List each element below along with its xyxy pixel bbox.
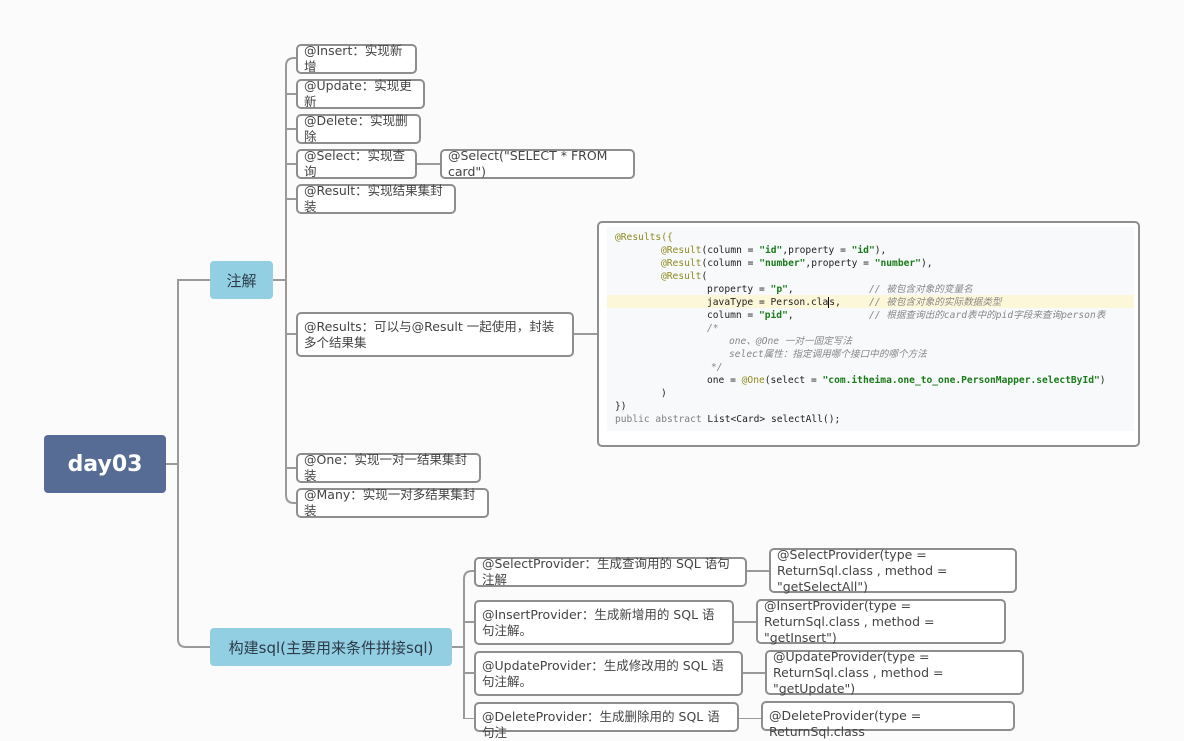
node-update[interactable]: @Update：实现更新 xyxy=(296,78,425,109)
text-caret xyxy=(828,296,830,308)
node-result[interactable]: @Result：实现结果集封装 xyxy=(296,183,456,214)
code-line: ) xyxy=(661,388,667,399)
code-highlight-line xyxy=(607,295,1134,308)
code-line: public abstract List<Card> selectAll(); xyxy=(615,414,841,425)
code-comment: /* xyxy=(707,323,719,334)
node-update-provider[interactable]: @UpdateProvider：生成修改用的 SQL 语句注解。 xyxy=(474,651,743,696)
code-line: property = "p", xyxy=(707,284,794,295)
code-line: }) xyxy=(615,401,627,412)
code-line: @Result(column = "number",property = "nu… xyxy=(661,258,933,269)
connector-lines xyxy=(166,57,770,719)
node-update-provider-example[interactable]: @UpdateProvider(type = ReturnSql.class ,… xyxy=(765,649,1024,696)
node-delete[interactable]: @Delete：实现删除 xyxy=(296,113,421,144)
node-select-example[interactable]: @Select("SELECT * FROM card") xyxy=(440,148,635,179)
node-many[interactable]: @Many：实现一对多结果集封装 xyxy=(296,487,489,518)
code-line: column = "pid", xyxy=(707,310,794,321)
code-comment: // 被包含对象的实际数据类型 xyxy=(869,297,1002,308)
node-one[interactable]: @One：实现一对一结果集封装 xyxy=(296,452,481,483)
node-insert-provider-example[interactable]: @InsertProvider(type = ReturnSql.class ,… xyxy=(756,598,1006,645)
code-line: javaType = Person.clas, xyxy=(707,296,841,308)
node-insert[interactable]: @Insert：实现新增 xyxy=(296,43,417,74)
node-delete-provider[interactable]: @DeleteProvider：生成删除用的 SQL 语句注 xyxy=(474,702,739,740)
code-comment: one、@One 一对一固定写法 xyxy=(729,336,852,347)
code-line: one = @One(select = "com.itheima.one_to_… xyxy=(707,375,1106,386)
code-comment: // 根据查询出的card表中的pid字段来查询person表 xyxy=(869,310,1106,321)
node-delete-provider-example[interactable]: @DeleteProvider(type = ReturnSql.class xyxy=(761,701,1015,739)
root-topic[interactable]: day03 xyxy=(44,435,166,493)
code-sample-image: @Results({ @Result(column = "id",propert… xyxy=(607,227,1134,431)
branch-build-sql[interactable]: 构建sql(主要用来条件拼接sql) xyxy=(210,628,452,666)
branch-annotations[interactable]: 注解 xyxy=(210,261,273,299)
node-results-code-sample[interactable]: @Results({ @Result(column = "id",propert… xyxy=(597,221,1140,447)
node-select-provider-example[interactable]: @SelectProvider(type = ReturnSql.class ,… xyxy=(769,547,1017,594)
code-comment: select属性：指定调用哪个接口中的哪个方法 xyxy=(729,349,927,360)
node-select-provider[interactable]: @SelectProvider：生成查询用的 SQL 语句注解 xyxy=(474,556,747,587)
node-results[interactable]: @Results：可以与@Result 一起使用，封装多个结果集 xyxy=(296,312,574,357)
node-select[interactable]: @Select：实现查询 xyxy=(296,148,417,179)
code-line: @Result( xyxy=(661,271,708,282)
code-comment: // 被包含对象的变量名 xyxy=(869,284,973,295)
code-comment: */ xyxy=(711,362,723,373)
code-line: @Results({ xyxy=(615,232,673,243)
node-insert-provider[interactable]: @InsertProvider：生成新增用的 SQL 语句注解。 xyxy=(474,600,734,645)
code-line: @Result(column = "id",property = "id"), xyxy=(661,245,887,256)
